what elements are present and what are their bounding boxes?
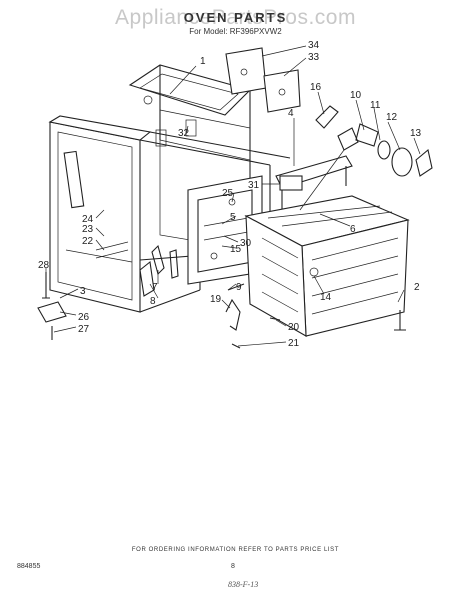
callout-19: 19 (210, 294, 222, 305)
callout-22: 22 (82, 236, 94, 247)
callout-14: 14 (320, 292, 332, 303)
leader-lines (45, 45, 421, 347)
callout-8: 8 (150, 296, 156, 307)
hardware-parts (37, 244, 406, 349)
callout-2: 2 (414, 282, 420, 293)
callout-21: 21 (288, 338, 300, 349)
callout-32: 32 (178, 128, 190, 139)
light-assembly (299, 105, 433, 211)
callout-12: 12 (386, 112, 398, 123)
callout-9: 9 (236, 282, 242, 293)
watermark: AppliancePartsPros.com (115, 6, 356, 29)
callout-10: 10 (350, 90, 362, 101)
broil-element-assembly (275, 155, 353, 210)
front-frame (187, 175, 263, 285)
model-number: For Model: RF396PXVW2 (189, 27, 282, 36)
callout-20: 20 (288, 322, 300, 333)
callout-25: 25 (222, 188, 234, 199)
callout-23: 23 (82, 224, 94, 235)
heat-shield-plates (225, 47, 301, 113)
callout-24: 24 (82, 214, 94, 225)
oven-cabinet (48, 64, 291, 313)
callout-28: 28 (38, 260, 50, 271)
callout-27: 27 (78, 324, 90, 335)
callout-3: 3 (80, 286, 86, 297)
callout-30: 30 (240, 238, 252, 249)
callout-6: 6 (350, 224, 356, 235)
page-number: 8 (231, 563, 235, 570)
handwritten-note: 838-F-13 (228, 580, 259, 589)
callout-5: 5 (230, 212, 236, 223)
callout-26: 26 (78, 312, 90, 323)
document-code: 884855 (17, 563, 41, 570)
callout-4: 4 (288, 108, 294, 119)
callout-1: 1 (200, 56, 206, 67)
diagram-title: OVEN PARTS (183, 10, 288, 25)
oven-liner-racks (244, 195, 410, 337)
callout-11: 11 (370, 100, 381, 111)
callout-7: 7 (152, 282, 158, 293)
callout-15: 15 (230, 244, 242, 255)
callout-31: 31 (248, 180, 260, 191)
ordering-note: FOR ORDERING INFORMATION REFER TO PARTS … (131, 547, 340, 553)
callout-33: 33 (308, 52, 320, 63)
callout-16: 16 (310, 82, 322, 93)
callout-13: 13 (410, 128, 422, 139)
callout-labels: 1 2 3 4 5 6 7 8 9 10 11 12 13 14 15 16 1… (38, 40, 422, 349)
callout-34: 34 (308, 40, 320, 51)
